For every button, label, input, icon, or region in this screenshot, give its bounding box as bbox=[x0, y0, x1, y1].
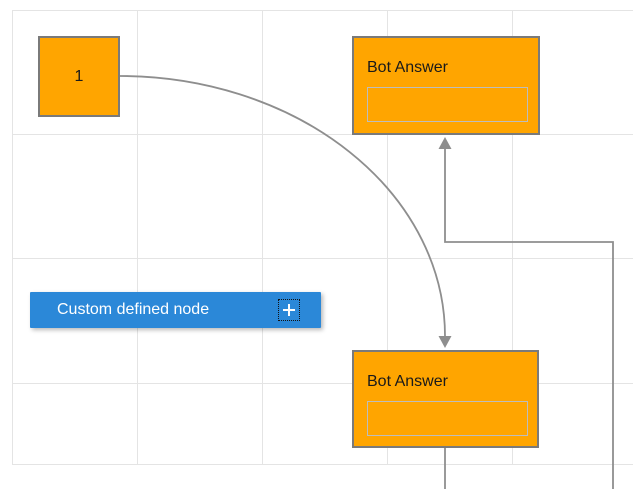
node-custom-defined[interactable]: Custom defined node bbox=[30, 292, 321, 328]
arrowhead-down-icon bbox=[438, 336, 452, 348]
arrowhead-up-icon bbox=[438, 137, 452, 149]
answer-field[interactable] bbox=[367, 87, 528, 122]
node-start-label: 1 bbox=[74, 67, 84, 85]
connector-curve[interactable] bbox=[119, 75, 446, 337]
node-start[interactable]: 1 bbox=[38, 36, 120, 117]
connector-elbow[interactable] bbox=[444, 149, 614, 489]
add-icon[interactable] bbox=[278, 299, 300, 321]
answer-field[interactable] bbox=[367, 401, 528, 436]
node-title: Bot Answer bbox=[367, 59, 448, 76]
node-bot-answer-top[interactable]: Bot Answer bbox=[352, 36, 540, 135]
node-title: Bot Answer bbox=[367, 373, 448, 390]
node-custom-label: Custom defined node bbox=[57, 301, 210, 318]
node-bot-answer-bottom[interactable]: Bot Answer bbox=[352, 350, 539, 448]
